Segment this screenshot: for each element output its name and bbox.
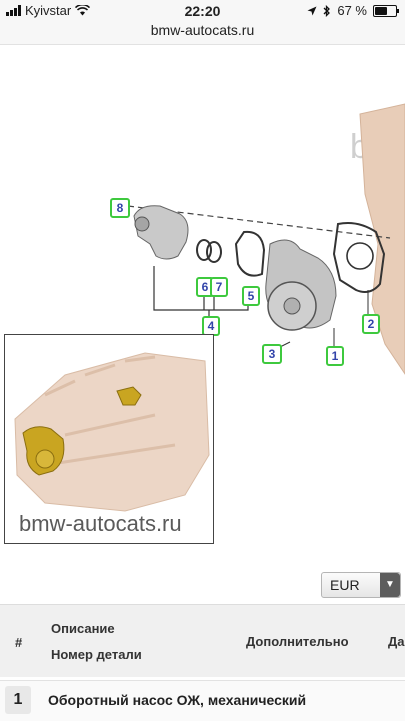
parts-diagram: bm 8 6 7 5 4 3 1 2 <box>0 44 405 564</box>
battery-fill <box>375 6 387 15</box>
engine-illustration <box>14 352 210 512</box>
table-row[interactable]: 1 Оборотный насос ОЖ, механический <box>0 680 405 721</box>
carrier-name: Kyivstar <box>25 3 72 18</box>
callout-4[interactable]: 4 <box>202 316 220 336</box>
address-bar[interactable]: bmw-autocats.ru <box>0 22 405 45</box>
o-ring-6 <box>196 239 212 261</box>
engine-inset-image: bmw-autocats.ru <box>4 334 214 544</box>
callout-2[interactable]: 2 <box>362 314 380 334</box>
gasket-2-hole <box>346 242 374 270</box>
col-partno-header: Номер детали <box>51 647 142 662</box>
col-num-header: # <box>15 635 23 650</box>
diagram-artwork <box>127 103 405 375</box>
battery-icon <box>373 4 399 17</box>
row-description: Оборотный насос ОЖ, механический <box>48 692 307 708</box>
pump-pulley-hub <box>283 297 301 315</box>
battery-percent: 67 % <box>337 3 367 18</box>
status-right: 67 % <box>307 3 399 18</box>
currency-select[interactable]: EUR ▼ <box>321 572 401 598</box>
inset-thermostat-highlight <box>116 386 142 406</box>
chevron-down-icon[interactable]: ▼ <box>380 573 400 597</box>
callout-5[interactable]: 5 <box>242 286 260 306</box>
callout-3[interactable]: 3 <box>262 344 282 364</box>
gasket-5 <box>234 230 266 277</box>
url-text: bmw-autocats.ru <box>150 22 255 38</box>
callout-8[interactable]: 8 <box>110 198 130 218</box>
row-number: 1 <box>5 686 31 714</box>
o-ring-7 <box>206 241 222 263</box>
bluetooth-icon <box>323 4 331 17</box>
col-cut-header: Да <box>388 634 405 649</box>
status-bar: Kyivstar 22:20 67 % <box>0 0 405 22</box>
status-time: 22:20 <box>184 3 221 19</box>
watermark-inset: bmw-autocats.ru <box>19 511 182 536</box>
gasket-2 <box>332 222 386 293</box>
thermostat-housing <box>133 205 189 260</box>
callout-7[interactable]: 7 <box>210 277 228 297</box>
table-header: # Описание Номер детали Дополнительно Да <box>0 604 405 677</box>
location-icon <box>307 6 317 15</box>
col-extra-header: Дополнительно <box>246 634 349 649</box>
currency-value: EUR <box>330 577 360 593</box>
carrier-group: Kyivstar <box>6 3 91 18</box>
callout-1[interactable]: 1 <box>326 346 344 366</box>
wifi-icon <box>75 5 91 16</box>
thermostat-outlet <box>134 216 150 232</box>
signal-icon <box>6 5 21 16</box>
col-desc-header: Описание <box>51 621 115 636</box>
